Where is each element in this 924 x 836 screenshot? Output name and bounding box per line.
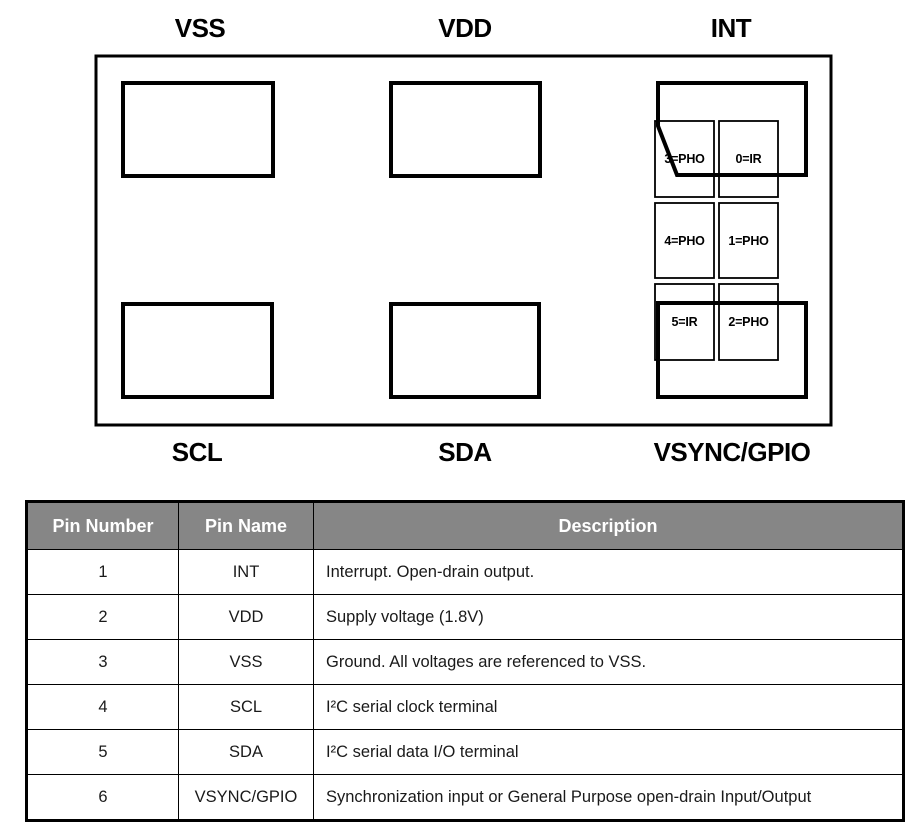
sensor-cell-border-1pho [718, 202, 779, 279]
cell-pin-description: I²C serial clock terminal [313, 684, 904, 730]
cell-pin-name: INT [178, 549, 314, 595]
sensor-cell-label-2pho: 2=PHO [728, 315, 769, 329]
sensor-cell-border-0ir [718, 120, 779, 198]
cell-pin-name: SCL [178, 684, 314, 730]
table-row-pin-1: 1 INT Interrupt. Open-drain output. [26, 549, 904, 595]
pin-label-vdd: VDD [438, 13, 492, 43]
cell-pin-number: 3 [26, 639, 179, 685]
cell-pin-description: Interrupt. Open-drain output. [313, 549, 904, 595]
pin-description-table: Pin Number Pin Name Description 1 INT In… [25, 500, 905, 822]
cell-pin-name: VSYNC/GPIO [178, 774, 314, 821]
sensor-cell-label-5ir: 5=IR [671, 315, 698, 329]
cell-pin-name: SDA [178, 729, 314, 775]
sensor-cell-border-2pho [718, 283, 779, 361]
sensor-cell-label-0ir: 0=IR [735, 152, 762, 166]
cell-pin-number: 2 [26, 594, 179, 640]
pin-label-vsync-gpio: VSYNC/GPIO [653, 437, 811, 467]
sensor-cell-label-1pho: 1=PHO [728, 233, 769, 248]
pin-label-sda: SDA [438, 437, 492, 467]
pinout-drawing [94, 54, 833, 427]
col-header-pin-name: Pin Name [178, 501, 314, 550]
pad-vss [121, 81, 275, 178]
pad-vsync-gpio [656, 301, 808, 399]
table-row-pin-6: 6 VSYNC/GPIO Synchronization input or Ge… [26, 774, 904, 821]
sensor-cell-border-3pho [654, 120, 715, 198]
cell-pin-description: Synchronization input or General Purpose… [313, 774, 904, 821]
pad-int [656, 81, 808, 177]
table-row-pin-4: 4 SCL I²C serial clock terminal [26, 684, 904, 730]
cell-pin-name: VSS [178, 639, 314, 685]
cell-pin-name: VDD [178, 594, 314, 640]
pad-vdd [389, 81, 542, 178]
cell-pin-number: 1 [26, 549, 179, 595]
pad-sda [389, 302, 541, 399]
pin-label-int: INT [710, 13, 752, 43]
cell-pin-number: 5 [26, 729, 179, 775]
sensor-cell-border-4pho [654, 202, 715, 279]
pin-label-vss: VSS [174, 13, 226, 43]
pad-scl [121, 302, 274, 399]
chip-outline [94, 54, 833, 427]
table-header-row: Pin Number Pin Name Description [26, 501, 904, 550]
cell-pin-number: 6 [26, 774, 179, 821]
cell-pin-number: 4 [26, 684, 179, 730]
col-header-description: Description [313, 501, 904, 550]
pin-label-scl: SCL [171, 437, 223, 467]
table-row-pin-2: 2 VDD Supply voltage (1.8V) [26, 594, 904, 640]
cell-pin-description: Ground. All voltages are referenced to V… [313, 639, 904, 685]
cell-pin-description: I²C serial data I/O terminal [313, 729, 904, 775]
table-row-pin-5: 5 SDA I²C serial data I/O terminal [26, 729, 904, 775]
col-header-pin-number: Pin Number [26, 501, 179, 550]
pin-configuration-diagram: VSS VDD INT SCL SDA VSYNC/GPIO 3=PHO 0=I… [94, 13, 833, 467]
sensor-cell-label-3pho: 3=PHO [664, 152, 705, 166]
cell-pin-description: Supply voltage (1.8V) [313, 594, 904, 640]
sensor-cell-label-4pho: 4=PHO [664, 233, 705, 248]
sensor-cell-border-5ir [654, 283, 715, 361]
table-row-pin-3: 3 VSS Ground. All voltages are reference… [26, 639, 904, 685]
